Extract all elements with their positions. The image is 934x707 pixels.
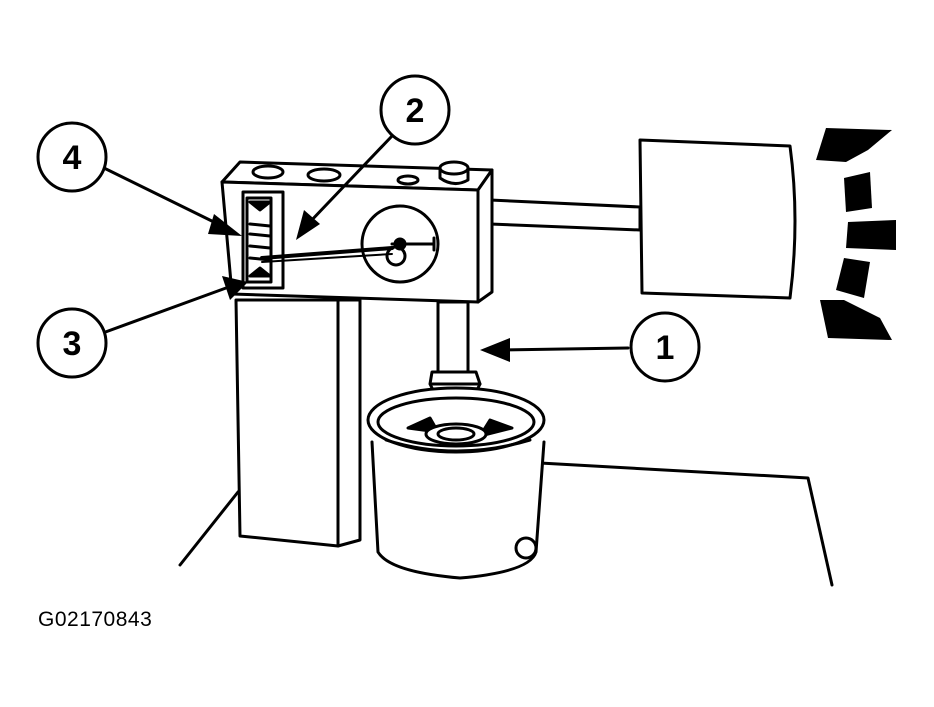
bench-lines	[178, 461, 834, 587]
callout-2-label: 2	[406, 92, 425, 130]
callout-3-label: 3	[63, 325, 82, 363]
callout-1: 1	[629, 311, 701, 383]
leader-arrows	[98, 134, 630, 362]
callout-3: 3	[36, 307, 108, 379]
callout-1-label: 1	[656, 329, 675, 367]
support-column	[234, 298, 362, 548]
callout-4: 4	[36, 121, 108, 193]
head-block	[220, 160, 494, 304]
weight-block	[638, 138, 797, 300]
pointer-needle	[260, 246, 394, 263]
figure-code: G02170843	[38, 608, 153, 631]
callout-4-label: 4	[63, 139, 82, 177]
scale-window	[241, 190, 285, 290]
cup-housing	[366, 386, 546, 580]
torque-arm	[488, 198, 642, 232]
callout-2: 2	[379, 74, 451, 146]
rotation-arrows-icon	[816, 128, 896, 340]
